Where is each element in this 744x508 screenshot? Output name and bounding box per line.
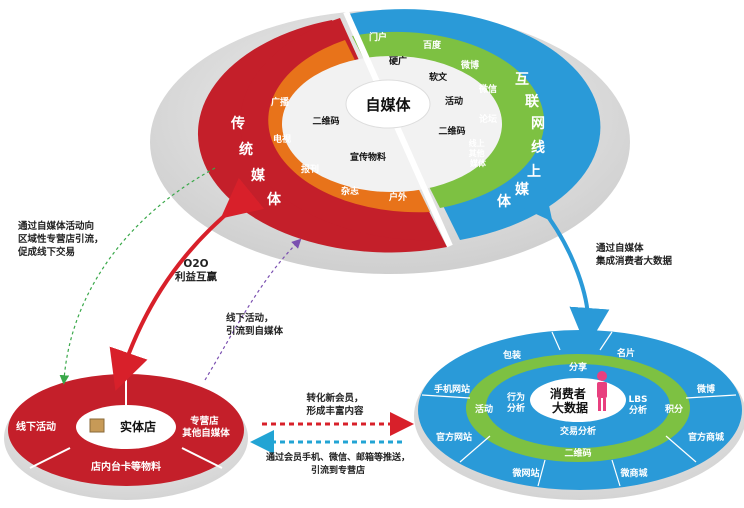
item-outdoor: 户外 (389, 191, 407, 203)
points-item: 积分 (665, 403, 683, 415)
internet-label: 互 联 网 线 上 媒 体 (497, 72, 545, 210)
internet-items: 门户 百度 微博 微信 论坛 线上 其他 媒体 硬广 软文 活动 二维码 (369, 31, 497, 168)
net-char-2: 联 (525, 94, 540, 110)
net-char-7: 体 (497, 193, 512, 210)
net-char-6: 媒 (514, 181, 530, 198)
net-char-4: 线 (531, 139, 545, 156)
offline-note: 线下活动， 引流到自媒体 (226, 313, 284, 337)
store-center-badge (76, 405, 176, 449)
micro-site-item: 微网站 (511, 467, 539, 479)
consumer-diagram (414, 330, 744, 500)
item-promo: 宣传物料 (350, 151, 386, 163)
item-hard-ad: 硬广 (389, 55, 407, 67)
weibo-item: 微博 (696, 383, 715, 395)
consumer-outer-items: 包装 名片 手机网站 微博 官方网站 官方商城 微网站 微商城 (434, 347, 724, 479)
store-title: 实体店 (120, 419, 156, 434)
item-qr-left: 二维码 (312, 115, 339, 127)
item-newspaper: 报刊 (301, 163, 319, 175)
item-other-online-l1: 线上 (469, 138, 485, 148)
official-site-item: 官方网站 (436, 431, 472, 443)
transaction-analysis: 交易分析 (560, 425, 596, 437)
share-item: 分享 (569, 361, 587, 373)
packaging-item: 包装 (502, 349, 522, 361)
item-soft-article: 软文 (429, 71, 448, 83)
traditional-items: 广播 电视 报刊 杂志 户外 宣传物料 二维码 (271, 96, 407, 203)
store-other-media-l2: 其他自媒体 (182, 427, 230, 439)
store-table-cards: 店内台卡等物料 (91, 460, 161, 473)
consumer-title: 消费者 大数据 (550, 386, 590, 415)
box-icon (89, 418, 105, 433)
item-wechat: 微信 (478, 83, 497, 95)
activity-item: 活动 (475, 403, 493, 415)
mobile-site-item: 手机网站 (434, 383, 470, 395)
micro-mall-item: 微商城 (619, 467, 647, 479)
trad-char-1: 传 (230, 115, 245, 132)
convert-note: 转化新会员， 形成丰富内容 (306, 393, 364, 417)
store-offline-activity: 线下活动 (16, 420, 56, 433)
store-divider-left (29, 447, 71, 469)
qr-item: 二维码 (564, 447, 591, 459)
official-mall-item: 官方商城 (688, 431, 724, 443)
consumer-title-l1: 消费者 (550, 386, 586, 401)
person-icon (597, 371, 607, 411)
offline-dashed-arrow (204, 238, 302, 381)
traditional-label: 传 统 媒 体 (230, 115, 282, 208)
store-diagram (4, 374, 248, 500)
net-char-3: 网 (531, 116, 545, 132)
trad-char-4: 体 (267, 191, 282, 208)
item-forum: 论坛 (479, 113, 497, 125)
business-card-item: 名片 (617, 347, 635, 359)
item-radio: 广播 (271, 96, 290, 108)
net-char-1: 互 (515, 72, 529, 88)
item-other-online-l3: 媒体 (469, 158, 487, 168)
behavior-analysis: 行为分析 (506, 391, 525, 414)
left-dashed-arrow (59, 167, 216, 385)
item-tv: 电视 (273, 133, 291, 145)
item-portal: 门户 (369, 31, 387, 43)
consumer-middle-items: 活动 积分 二维码 (475, 403, 683, 459)
item-weibo: 微博 (460, 59, 479, 71)
right-note: 通过自媒体 集成消费者大数据 (596, 243, 673, 267)
item-magazine: 杂志 (341, 185, 359, 197)
item-qr-right: 二维码 (438, 125, 465, 137)
item-activity: 活动 (445, 95, 463, 107)
divider (343, 10, 453, 248)
item-baidu: 百度 (423, 39, 442, 51)
o2o-arrow (109, 177, 265, 391)
bigdata-arrow (511, 177, 610, 348)
self-media-title: 自媒体 (365, 96, 411, 114)
consumer-title-l2: 大数据 (552, 400, 588, 415)
center-badge (345, 79, 431, 129)
arrows (59, 167, 610, 454)
item-other-online: 线上 其他 媒体 (469, 138, 488, 168)
store-other-media: 专营店 其他自媒体 (182, 415, 230, 439)
trad-char-2: 统 (239, 141, 253, 158)
store-divider-right (181, 447, 223, 469)
net-char-5: 上 (527, 164, 541, 180)
store-other-media-l1: 专营店 (190, 415, 219, 427)
o2o-label: O2O 利益互赢 (175, 258, 217, 283)
left-note: 通过自媒体活动向 区域性专营店引流， 促成线下交易 (18, 221, 104, 258)
item-other-online-l2: 其他 (469, 148, 485, 158)
trad-char-3: 媒 (250, 167, 266, 184)
push-note: 通过会员手机、微信、邮箱等推送， 引流到专营店 (265, 453, 410, 476)
